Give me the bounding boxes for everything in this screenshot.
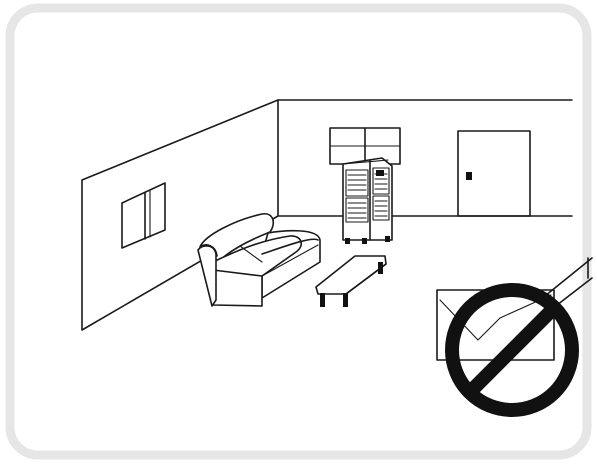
cooler	[343, 158, 392, 244]
